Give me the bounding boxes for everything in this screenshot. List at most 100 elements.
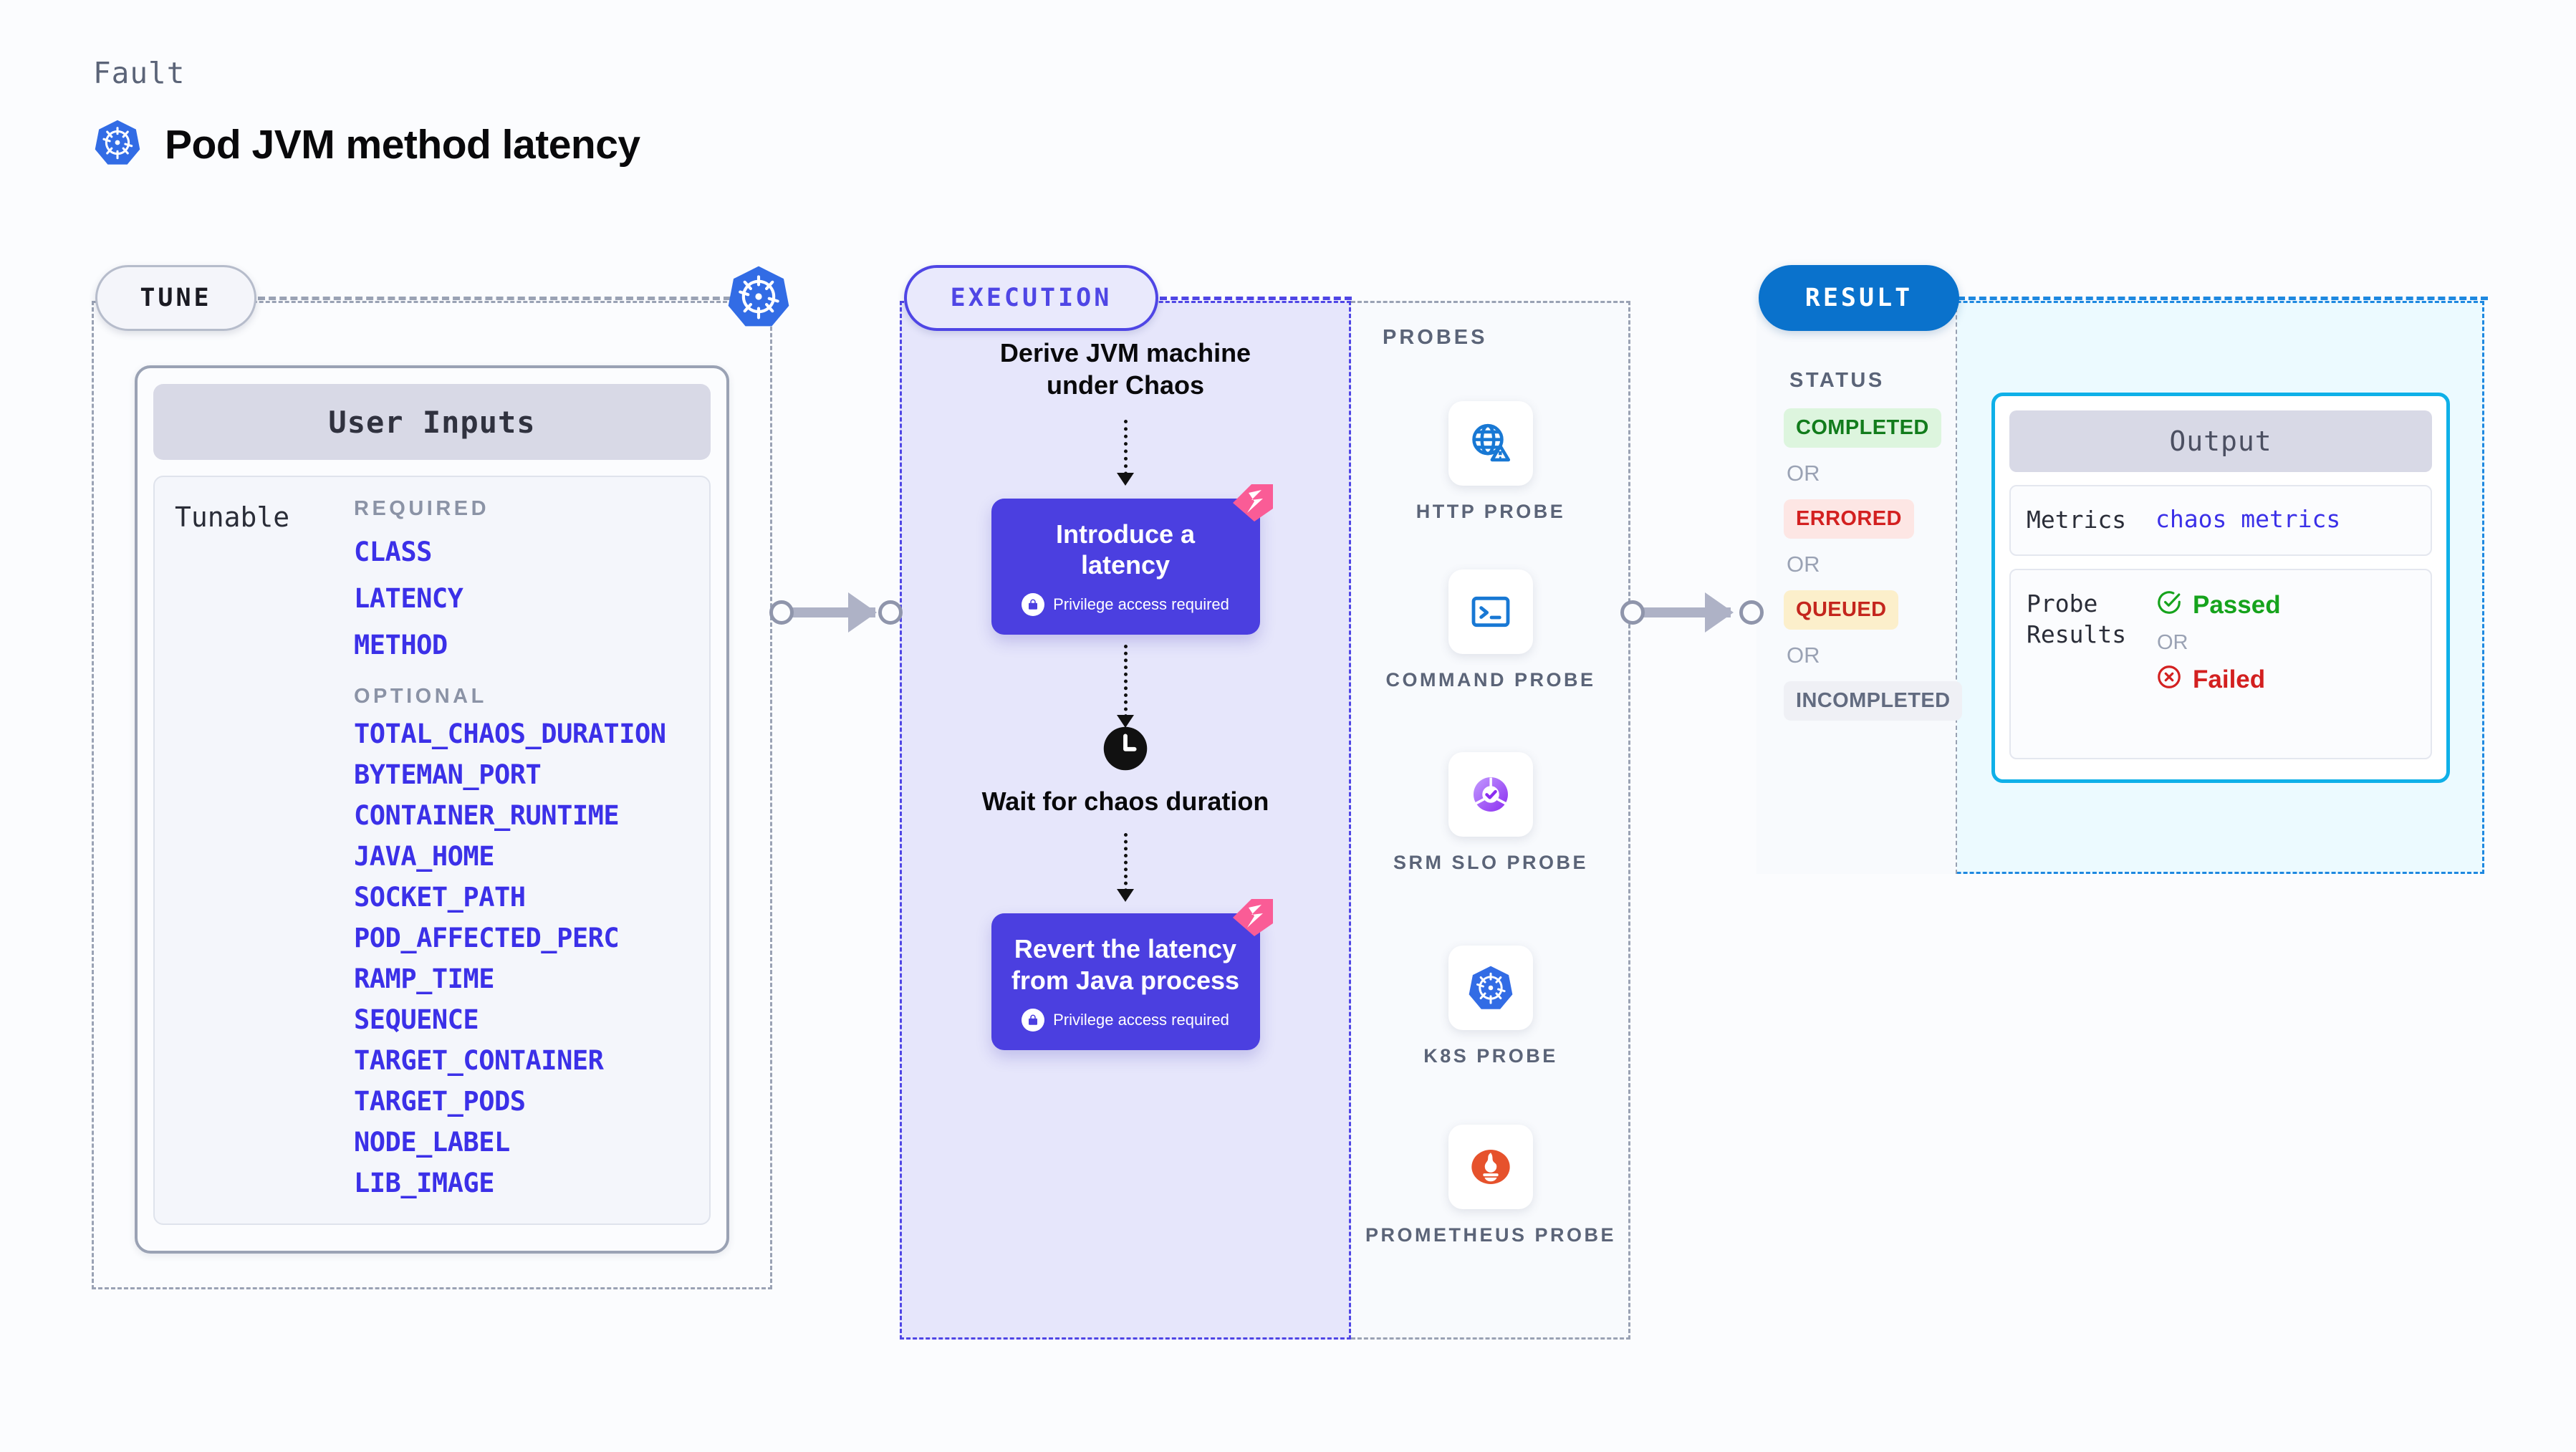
flow-step-wait: Wait for chaos duration — [981, 787, 1269, 817]
prometheus-flame-icon — [1448, 1125, 1533, 1209]
harness-chaos-icon — [1230, 481, 1276, 523]
flow-step-derive: Derive JVM machine under Chaos — [999, 338, 1251, 400]
tune-leader-line — [258, 297, 731, 300]
status-badge: QUEUED — [1784, 590, 1899, 630]
probe-result-passed: Passed — [2156, 589, 2281, 622]
required-group-label: REQUIRED — [354, 497, 490, 520]
execution-flow: Derive JVM machine under Chaos Introduce… — [900, 337, 1351, 1050]
kubernetes-icon — [726, 264, 792, 330]
page-title: Pod JVM method latency — [165, 121, 640, 168]
clock-icon — [1102, 725, 1149, 772]
flow-arrow — [1117, 420, 1134, 486]
action-title: Introduce a latency — [1055, 519, 1196, 580]
probes-title: PROBES — [1383, 326, 1488, 349]
connector-endpoint — [1739, 600, 1764, 625]
status-badge: COMPLETED — [1784, 408, 1941, 448]
probe-item-command[interactable]: COMMAND PROBE — [1351, 569, 1630, 693]
passed-label: Passed — [2193, 591, 2281, 620]
status-list: COMPLETED OR ERRORED OR QUEUED OR INCOMP… — [1784, 408, 1970, 721]
connector-endpoint — [769, 600, 794, 625]
kubernetes-icon — [93, 118, 142, 170]
param-item[interactable]: NODE_LABEL — [354, 1127, 510, 1158]
param-item[interactable]: LATENCY — [354, 583, 463, 614]
connector-execution-to-result — [1620, 587, 1771, 638]
tunable-label: Tunable — [175, 501, 290, 533]
connector-endpoint — [1620, 600, 1645, 625]
output-header: Output — [2009, 410, 2432, 472]
action-title: Revert the latency from Java process — [1011, 934, 1240, 995]
probe-results-key: Probe Results — [2027, 589, 2127, 648]
lock-icon — [1022, 593, 1045, 617]
privilege-note-text: Privilege access required — [1053, 1010, 1229, 1029]
result-leader-line — [1958, 297, 2488, 300]
param-item[interactable]: TOTAL_CHAOS_DURATION — [354, 718, 666, 749]
kubernetes-icon — [1448, 946, 1533, 1030]
output-metrics-row: Metrics chaos metrics — [2009, 485, 2432, 556]
probe-label: K8S PROBE — [1423, 1045, 1558, 1067]
globe-warning-icon — [1448, 401, 1533, 486]
param-item[interactable]: CLASS — [354, 537, 432, 567]
param-item[interactable]: BYTEMAN_PORT — [354, 759, 542, 790]
probe-item-http[interactable]: HTTP PROBE — [1351, 401, 1630, 524]
metrics-key: Metrics — [2027, 506, 2127, 534]
user-inputs-card: User Inputs Tunable REQUIRED CLASS LATEN… — [135, 365, 729, 1254]
param-item[interactable]: POD_AFFECTED_PERC — [354, 923, 620, 953]
output-card: Output Metrics chaos metrics Probe Resul… — [1991, 393, 2450, 783]
user-inputs-header: User Inputs — [153, 384, 711, 460]
execution-pill[interactable]: EXECUTION — [904, 265, 1158, 331]
page-title-row: Pod JVM method latency — [93, 118, 640, 170]
optional-group-label: OPTIONAL — [354, 685, 487, 708]
param-item[interactable]: RAMP_TIME — [354, 963, 494, 994]
or-separator: OR — [2157, 630, 2188, 654]
param-item[interactable]: JAVA_HOME — [354, 841, 494, 872]
required-param-list: CLASS LATENCY METHOD — [354, 537, 702, 660]
probe-label: HTTP PROBE — [1416, 501, 1566, 522]
probe-result-failed: Failed — [2156, 663, 2281, 697]
privilege-note: Privilege access required — [1009, 593, 1243, 617]
param-item[interactable]: SEQUENCE — [354, 1004, 479, 1035]
action-card-revert-latency[interactable]: Revert the latency from Java process Pri… — [991, 899, 1273, 1050]
tune-section — [92, 301, 772, 1289]
result-pill[interactable]: RESULT — [1759, 265, 1959, 331]
param-item[interactable]: LIB_IMAGE — [354, 1168, 494, 1198]
param-item[interactable]: SOCKET_PATH — [354, 882, 526, 913]
status-badge: INCOMPLETED — [1784, 681, 1963, 721]
fault-kicker: Fault — [93, 56, 186, 90]
connector-endpoint — [878, 600, 903, 625]
probe-item-prometheus[interactable]: PROMETHEUS PROBE — [1351, 1125, 1630, 1248]
probe-label: PROMETHEUS PROBE — [1365, 1224, 1617, 1246]
terminal-icon — [1448, 569, 1533, 654]
x-circle-icon — [2156, 663, 2183, 697]
slo-donut-check-icon — [1448, 752, 1533, 837]
user-inputs-body: Tunable REQUIRED CLASS LATENCY METHOD OP… — [153, 476, 711, 1225]
probe-item-k8s[interactable]: K8S PROBE — [1351, 946, 1630, 1069]
param-item[interactable]: CONTAINER_RUNTIME — [354, 800, 620, 831]
execution-leader-line — [1160, 297, 1352, 300]
probe-label: SRM SLO PROBE — [1393, 852, 1589, 873]
param-item[interactable]: TARGET_CONTAINER — [354, 1045, 604, 1076]
failed-label: Failed — [2193, 665, 2266, 694]
probe-label: COMMAND PROBE — [1385, 669, 1596, 691]
privilege-note-text: Privilege access required — [1053, 595, 1229, 614]
or-separator: OR — [1787, 643, 1820, 668]
check-circle-icon — [2156, 589, 2183, 622]
result-status-column — [1756, 301, 1957, 874]
privilege-note: Privilege access required — [1009, 1008, 1243, 1032]
status-title: STATUS — [1789, 369, 1885, 392]
lock-icon — [1022, 1008, 1045, 1032]
flow-arrow — [1117, 645, 1134, 729]
param-item[interactable]: METHOD — [354, 630, 448, 660]
flow-arrow — [1117, 833, 1134, 903]
tune-pill[interactable]: TUNE — [95, 265, 256, 331]
or-separator: OR — [1787, 552, 1820, 577]
param-item[interactable]: TARGET_PODS — [354, 1086, 526, 1117]
probe-item-srm-slo[interactable]: SRM SLO PROBE — [1351, 752, 1630, 875]
metrics-value[interactable]: chaos metrics — [2156, 505, 2341, 533]
action-card-introduce-latency[interactable]: Introduce a latency Privilege access req… — [991, 484, 1273, 635]
status-badge: ERRORED — [1784, 499, 1914, 539]
or-separator: OR — [1787, 461, 1820, 486]
optional-param-list: TOTAL_CHAOS_DURATION BYTEMAN_PORT CONTAI… — [354, 718, 702, 1198]
harness-chaos-icon — [1230, 896, 1276, 938]
connector-tune-to-execution — [769, 587, 910, 638]
